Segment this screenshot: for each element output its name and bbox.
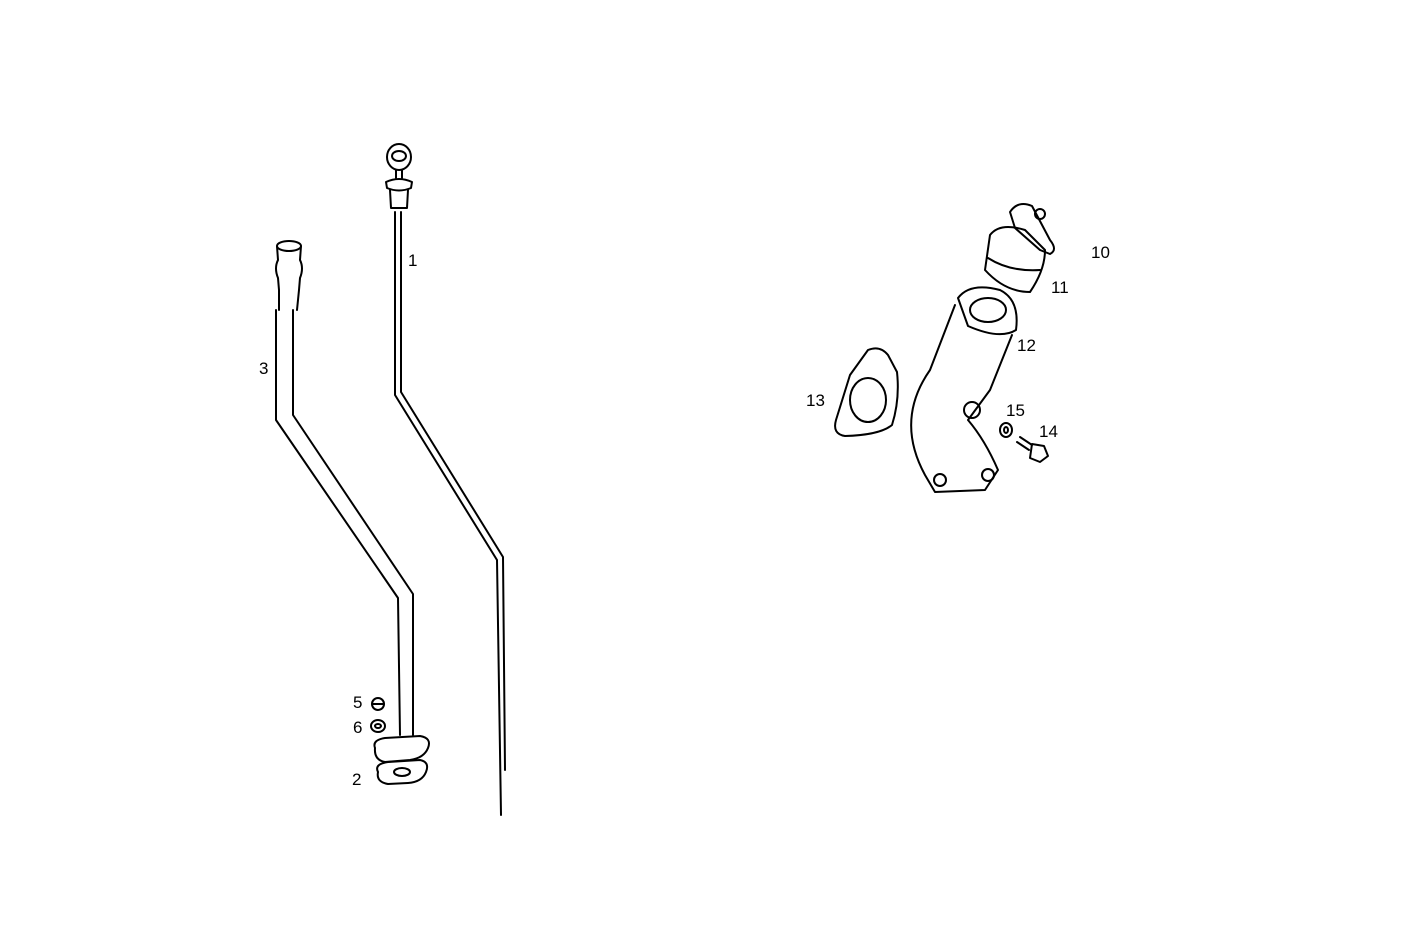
guide-tube-part-3 (275, 240, 414, 736)
filler-neck-part-12 (910, 286, 1018, 493)
callout-3: 3 (259, 359, 269, 378)
callout-12: 12 (1017, 336, 1036, 355)
washer-part-15 (999, 422, 1013, 438)
callout-1: 1 (408, 251, 418, 270)
callout-13: 13 (806, 391, 825, 410)
callout-15: 15 (1006, 401, 1025, 420)
callout-6: 6 (353, 718, 363, 737)
washer-part-6 (370, 719, 386, 733)
dipstick-part-1 (385, 143, 506, 816)
callout-14: 14 (1039, 422, 1058, 441)
seal-ring-part-11 (984, 225, 1046, 293)
callout-2: 2 (352, 770, 362, 789)
callout-5: 5 (353, 693, 363, 712)
filler-cap-part-10 (1009, 203, 1055, 255)
bolt-part-14 (1016, 436, 1049, 463)
gasket-part-13 (834, 347, 899, 437)
callout-11: 11 (1051, 278, 1069, 297)
flange-gasket-part-2 (373, 735, 430, 785)
callout-10: 10 (1091, 243, 1110, 262)
nut-part-5 (371, 697, 385, 711)
